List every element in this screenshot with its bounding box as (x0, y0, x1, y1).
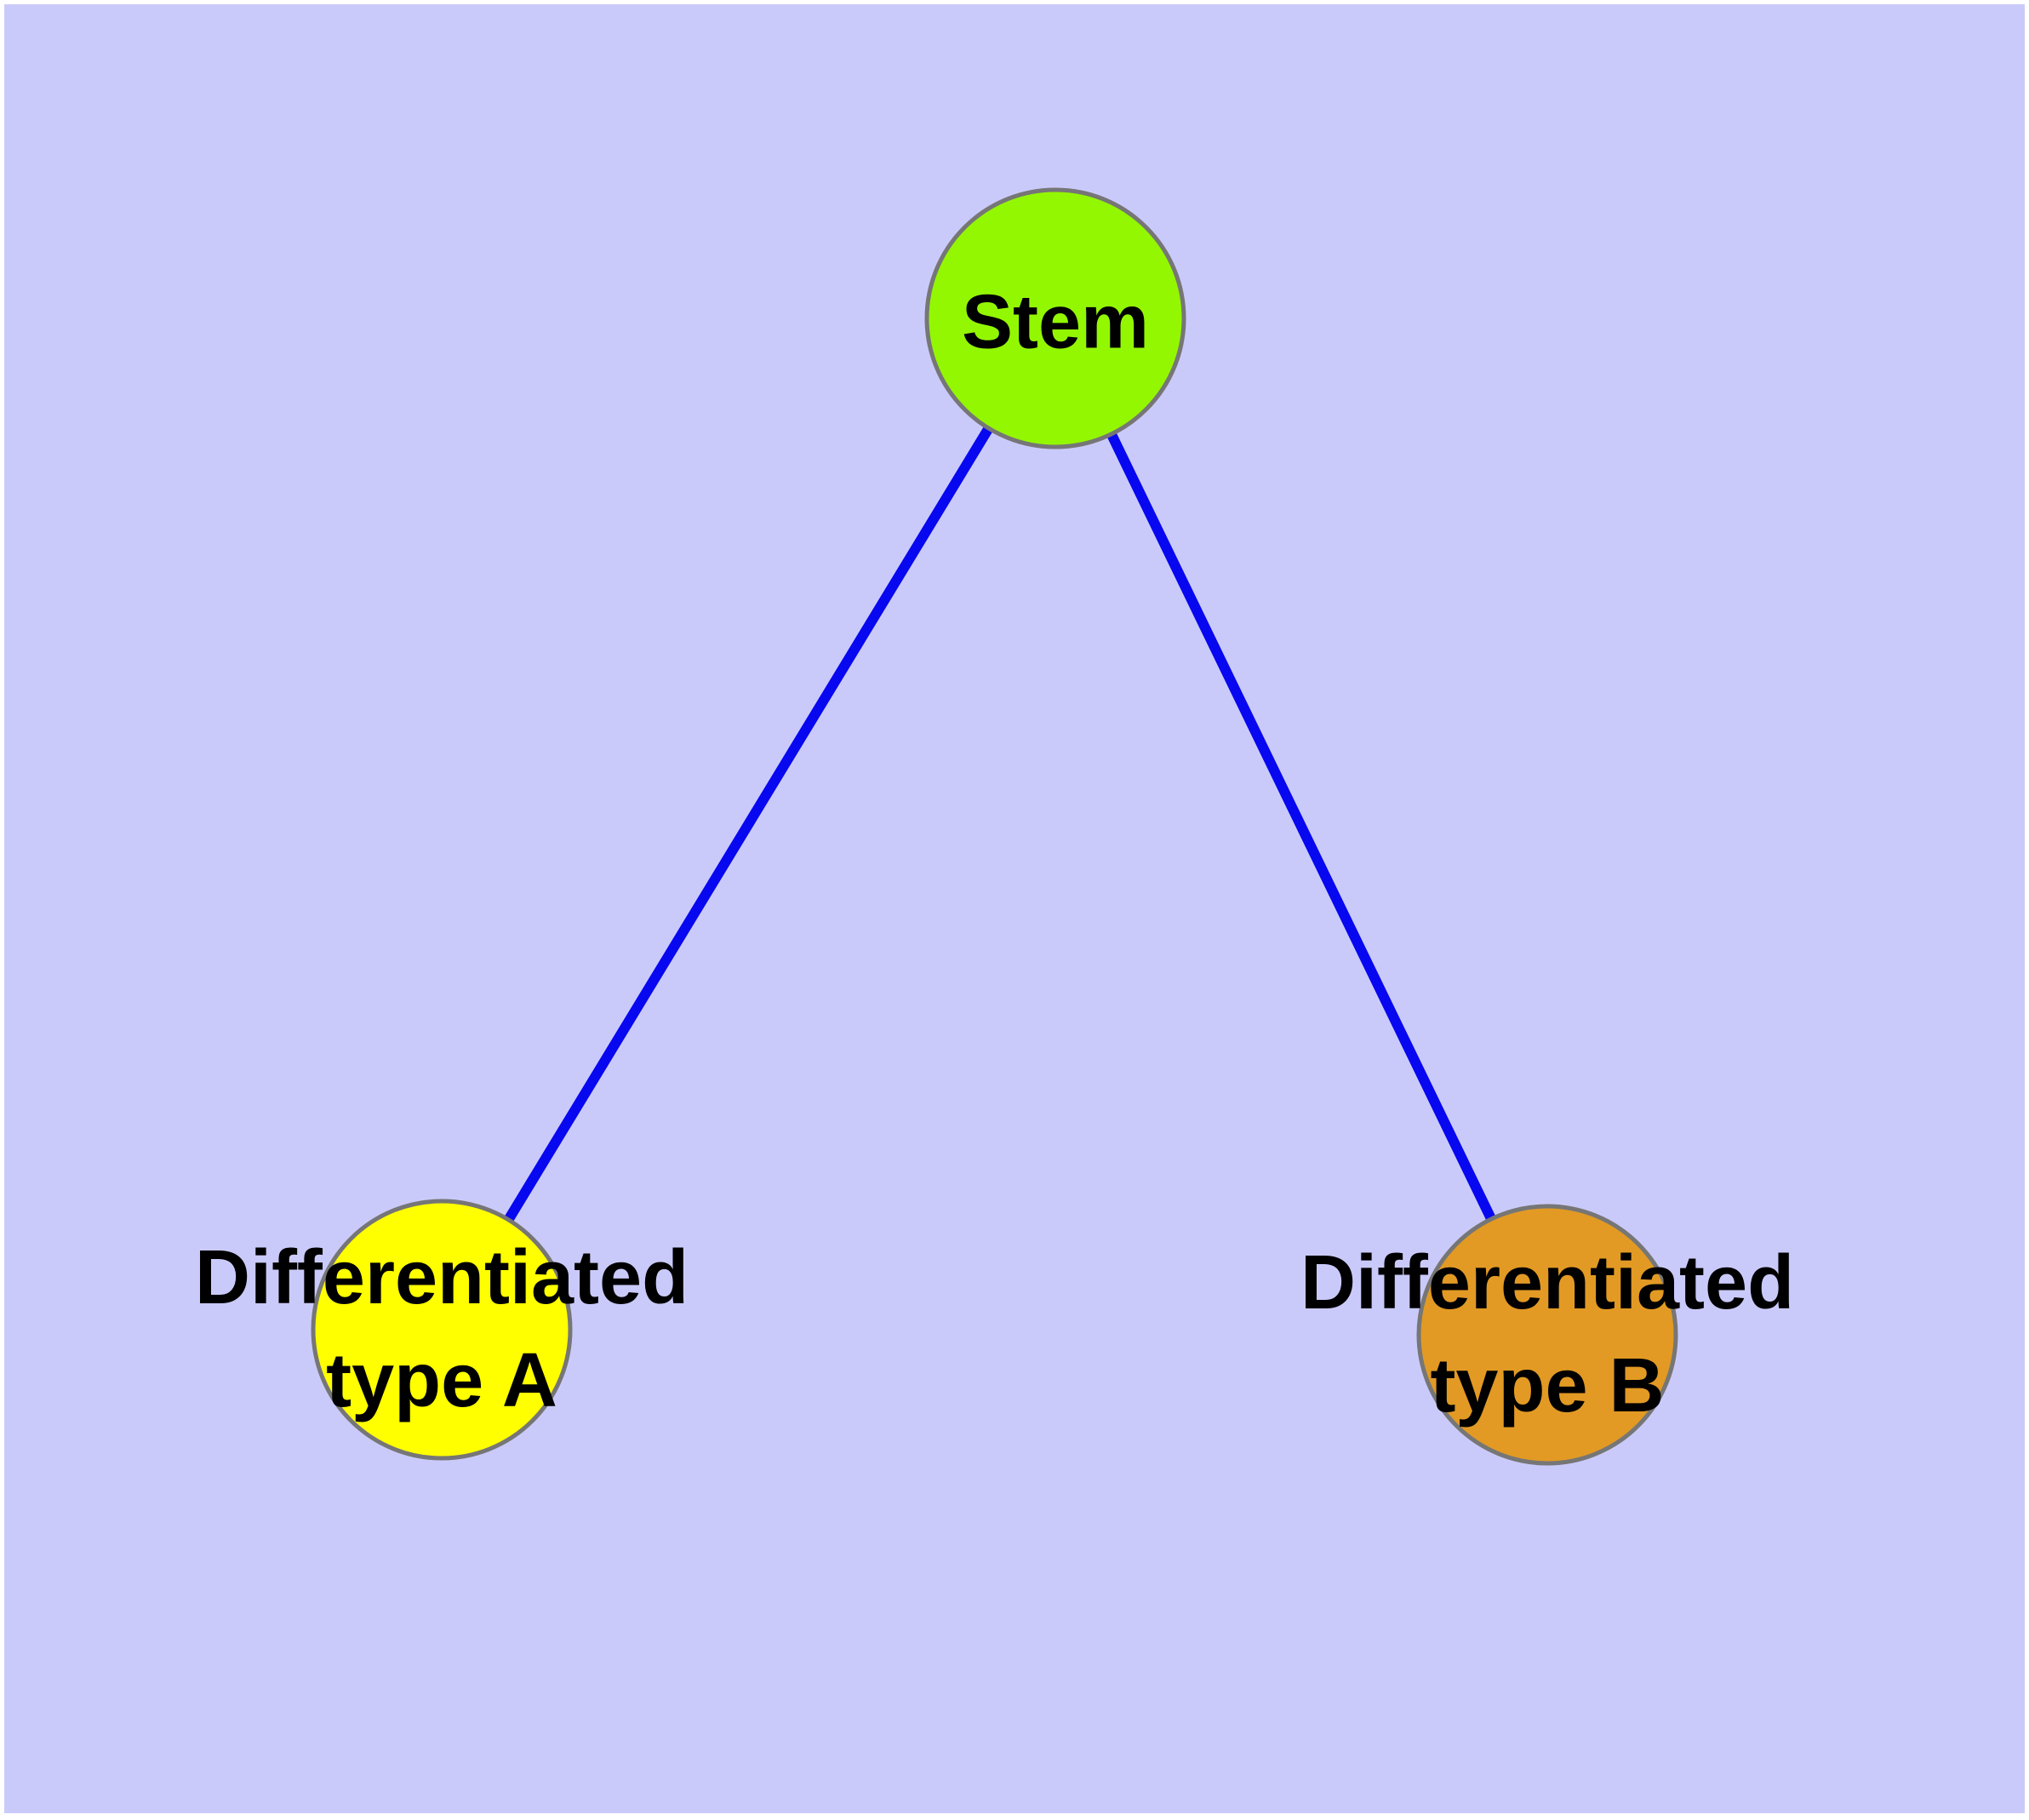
edge-stem-to-type-b (1050, 316, 1552, 1337)
node-type-a-circle (311, 1199, 573, 1461)
graph-drawing (311, 187, 1678, 1466)
node-stem-circle (924, 187, 1186, 449)
edge-stem-to-type-a (437, 315, 1060, 1333)
node-type-b-circle (1416, 1204, 1678, 1466)
graph-canvas: Stem Differentiated type A Differentiate… (4, 4, 2025, 1813)
